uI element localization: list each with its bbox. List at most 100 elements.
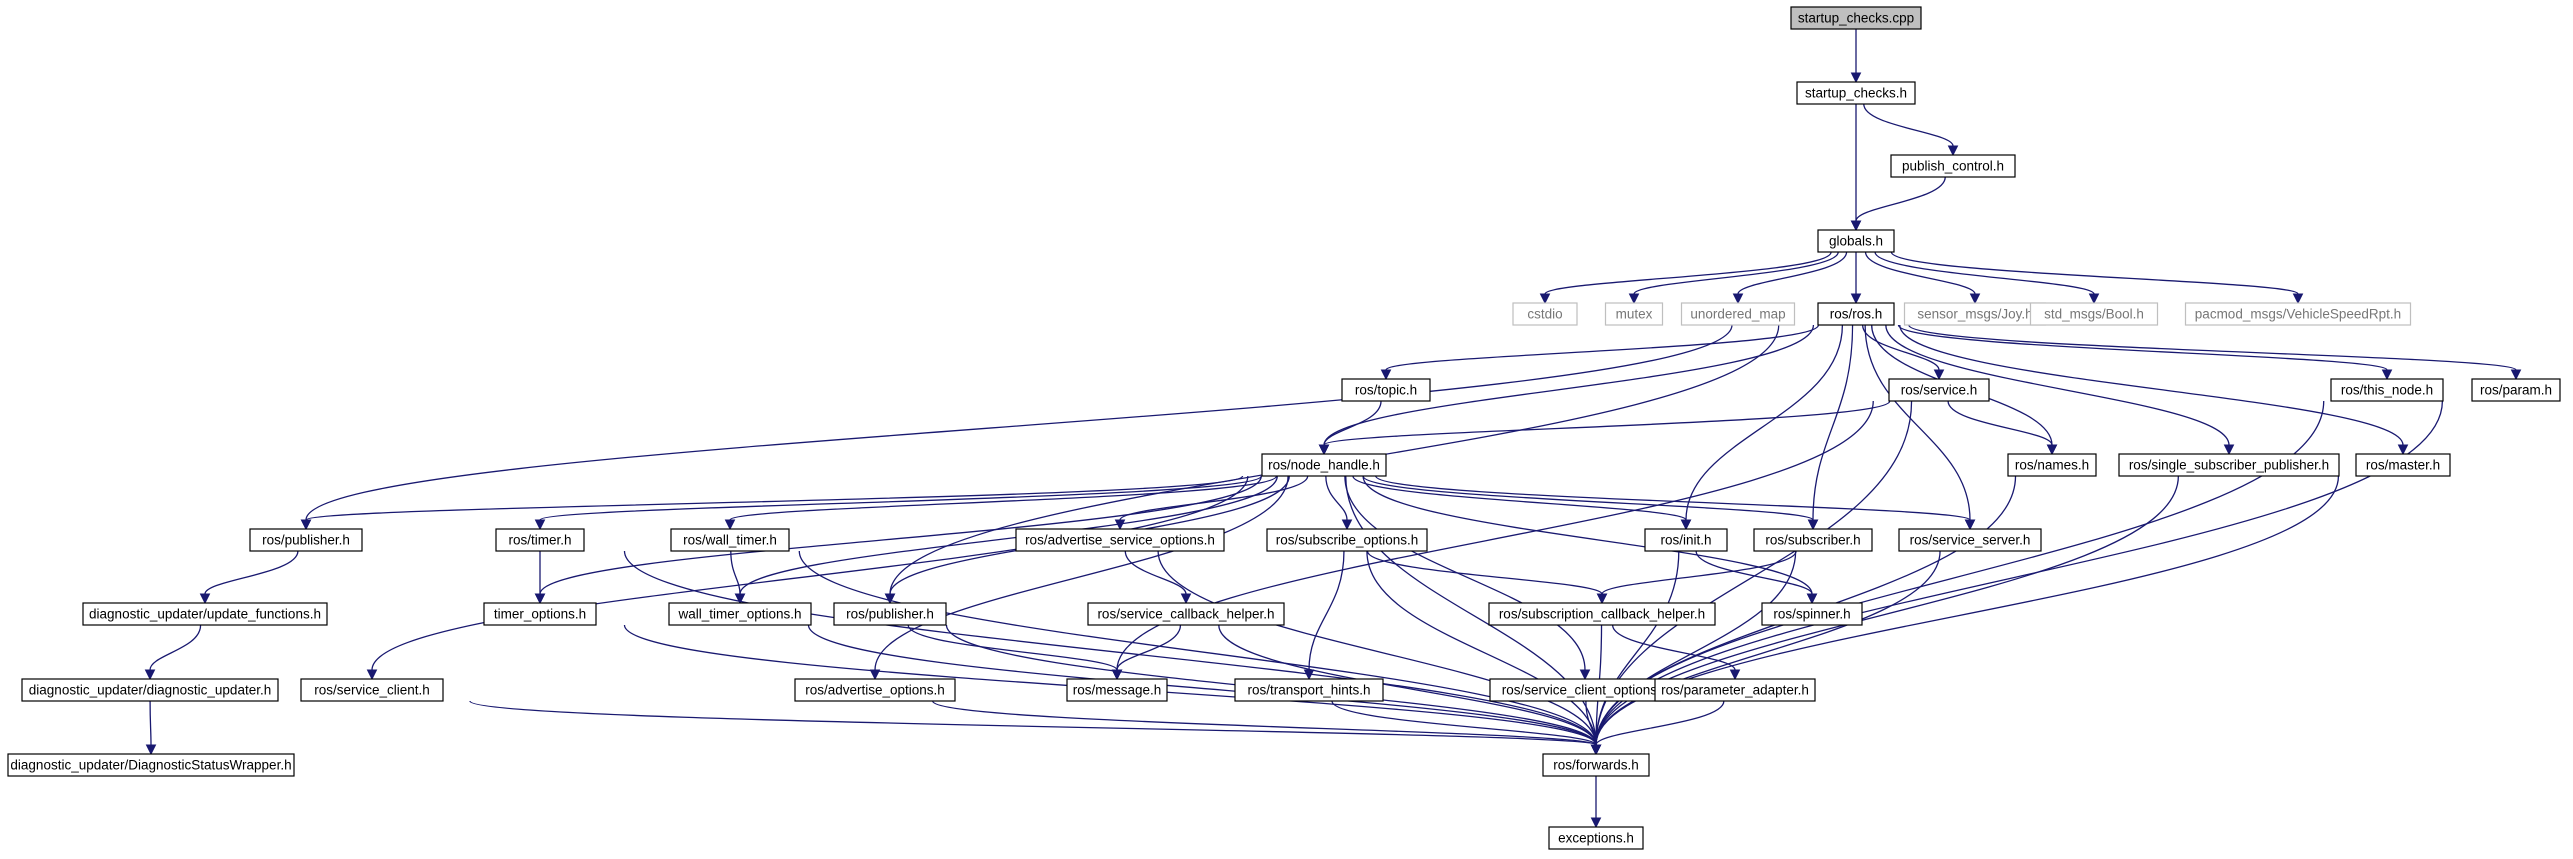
arrowhead-icon bbox=[1947, 145, 1959, 157]
node-ros-service-h[interactable]: ros/service.h bbox=[1888, 378, 1990, 402]
node-ros-subscription-callback-helper-h[interactable]: ros/subscription_callback_helper.h bbox=[1488, 602, 1716, 626]
arrowhead-icon bbox=[199, 593, 211, 605]
node-box bbox=[1898, 528, 2042, 552]
node-box bbox=[1817, 302, 1895, 326]
edge-line bbox=[1595, 550, 1680, 746]
node-ros-subscriber-h[interactable]: ros/subscriber.h bbox=[1753, 528, 1873, 552]
edge-line bbox=[1864, 251, 1976, 295]
node-ros-node-handle-h[interactable]: ros/node_handle.h bbox=[1261, 453, 1387, 477]
node-ros-service-server-h[interactable]: ros/service_server.h bbox=[1898, 528, 2042, 552]
edge-line bbox=[739, 475, 1278, 595]
edge-line bbox=[1611, 624, 1736, 671]
node-wall-timer-options-h[interactable]: wall_timer_options.h bbox=[668, 602, 812, 626]
node-ros-init-h[interactable]: ros/init.h bbox=[1644, 528, 1728, 552]
edge-line bbox=[539, 475, 1262, 521]
edge-line bbox=[1124, 550, 1187, 595]
node-ros-ros-h[interactable]: ros/ros.h bbox=[1817, 302, 1895, 326]
edge-line bbox=[1344, 475, 1586, 671]
edge-n11-n15 bbox=[1318, 400, 1382, 456]
arrowhead-icon bbox=[144, 669, 156, 681]
node-ros-names-h[interactable]: ros/names.h bbox=[2007, 453, 2097, 477]
node-label: ros/spinner.h bbox=[1773, 607, 1850, 622]
node-diagnostic-updater-diagnosticstatuswrapper-h[interactable]: diagnostic_updater/DiagnosticStatusWrapp… bbox=[7, 753, 295, 777]
arrowhead-icon bbox=[2223, 444, 2235, 456]
edge-line bbox=[539, 475, 1262, 595]
node-globals-h[interactable]: globals.h bbox=[1817, 229, 1895, 253]
node-ros-timer-h[interactable]: ros/timer.h bbox=[495, 528, 585, 552]
node-diagnostic-updater-update-functions-h[interactable]: diagnostic_updater/update_functions.h bbox=[82, 602, 328, 626]
edge-line bbox=[1308, 550, 1345, 671]
node-ros-advertise-service-options-h[interactable]: ros/advertise_service_options.h bbox=[1015, 528, 1225, 552]
edge-line bbox=[1323, 400, 1382, 446]
node-timer-options-h[interactable]: timer_options.h bbox=[483, 602, 597, 626]
arrowhead-icon bbox=[2510, 369, 2522, 381]
node-ros-forwards-h[interactable]: ros/forwards.h bbox=[1542, 753, 1650, 777]
node-ros-message-h[interactable]: ros/message.h bbox=[1066, 678, 1168, 702]
edge-n3-n7 bbox=[1850, 251, 1862, 305]
edge-line bbox=[305, 475, 1244, 521]
node-ros-this-node-h[interactable]: ros/this_node.h bbox=[2330, 378, 2444, 402]
node-label: ros/names.h bbox=[2015, 458, 2089, 473]
node-ros-publisher-h[interactable]: ros/publisher.h bbox=[249, 528, 363, 552]
node-startup-checks-cpp[interactable]: startup_checks.cpp bbox=[1790, 6, 1922, 30]
arrowhead-icon bbox=[2088, 293, 2100, 305]
edge-line bbox=[1633, 251, 1839, 295]
edge-line bbox=[807, 624, 1597, 746]
edge-line bbox=[1601, 550, 1797, 595]
node-diagnostic-updater-diagnostic-updater-h[interactable]: diagnostic_updater/diagnostic_updater.h bbox=[21, 678, 279, 702]
node-label: diagnostic_updater/diagnostic_updater.h bbox=[29, 683, 271, 698]
node-label: pacmod_msgs/VehicleSpeedRpt.h bbox=[2195, 307, 2401, 322]
edge-line bbox=[1116, 624, 1182, 671]
node-ros-wall-timer-h[interactable]: ros/wall_timer.h bbox=[670, 528, 790, 552]
node-exceptions-h[interactable]: exceptions.h bbox=[1548, 826, 1644, 850]
edge-line bbox=[1595, 700, 1725, 746]
arrowhead-icon bbox=[1628, 293, 1640, 305]
edge-line bbox=[1908, 324, 2517, 371]
node-box bbox=[1066, 678, 1168, 702]
edge-line bbox=[1899, 324, 2404, 446]
edge-n3-n4 bbox=[1539, 251, 1832, 305]
node-ros-publisher-h[interactable]: ros/publisher.h bbox=[833, 602, 947, 626]
edge-n3-n6 bbox=[1732, 251, 1848, 305]
node-box bbox=[1234, 678, 1384, 702]
node-label: cstdio bbox=[1527, 307, 1562, 322]
node-ros-parameter-adapter-h[interactable]: ros/parameter_adapter.h bbox=[1654, 678, 1816, 702]
node-ros-subscribe-options-h[interactable]: ros/subscribe_options.h bbox=[1266, 528, 1428, 552]
node-label: ros/subscribe_options.h bbox=[1276, 533, 1419, 548]
edge-line bbox=[1375, 475, 1971, 521]
arrowhead-icon bbox=[734, 593, 746, 605]
edge-line bbox=[1331, 700, 1597, 746]
node-ros-service-callback-helper-h[interactable]: ros/service_callback_helper.h bbox=[1087, 602, 1285, 626]
edge-line bbox=[730, 550, 741, 595]
node-label: ros/publisher.h bbox=[846, 607, 934, 622]
arrowhead-icon bbox=[1964, 519, 1976, 531]
edge-line bbox=[149, 624, 202, 671]
arrowhead-icon bbox=[1806, 593, 1818, 605]
edge-line bbox=[371, 475, 1249, 671]
node-ros-service-client-options-h[interactable]: ros/service_client_options.h bbox=[1489, 678, 1681, 702]
node-label: mutex bbox=[1616, 307, 1653, 322]
node-label: wall_timer_options.h bbox=[677, 607, 801, 622]
node-ros-advertise-options-h[interactable]: ros/advertise_options.h bbox=[794, 678, 956, 702]
edge-n2-n3 bbox=[1850, 176, 1946, 232]
arrowhead-icon bbox=[1180, 593, 1192, 605]
node-box bbox=[1796, 81, 1916, 105]
edge-n42-n43 bbox=[1590, 775, 1602, 829]
node-ros-service-client-h[interactable]: ros/service_client.h bbox=[300, 678, 444, 702]
node-ros-spinner-h[interactable]: ros/spinner.h bbox=[1761, 602, 1863, 626]
arrowhead-icon bbox=[300, 519, 312, 531]
node-box bbox=[1604, 302, 1664, 326]
edge-n3-n8 bbox=[1864, 251, 1981, 305]
node-ros-single-subscriber-publisher-h[interactable]: ros/single_subscriber_publisher.h bbox=[2118, 453, 2340, 477]
node-ros-master-h[interactable]: ros/master.h bbox=[2355, 453, 2451, 477]
edge-line bbox=[1157, 550, 1597, 746]
node-ros-transport-hints-h[interactable]: ros/transport_hints.h bbox=[1234, 678, 1384, 702]
node-ros-topic-h[interactable]: ros/topic.h bbox=[1341, 378, 1431, 402]
node-startup-checks-h[interactable]: startup_checks.h bbox=[1796, 81, 1916, 105]
node-mutex: mutex bbox=[1604, 302, 1664, 326]
node-ros-param-h[interactable]: ros/param.h bbox=[2471, 378, 2561, 402]
edge-n21-n29 bbox=[730, 550, 746, 605]
node-publish-control-h[interactable]: publish_control.h bbox=[1890, 154, 2016, 178]
arrowhead-icon bbox=[1111, 669, 1123, 681]
